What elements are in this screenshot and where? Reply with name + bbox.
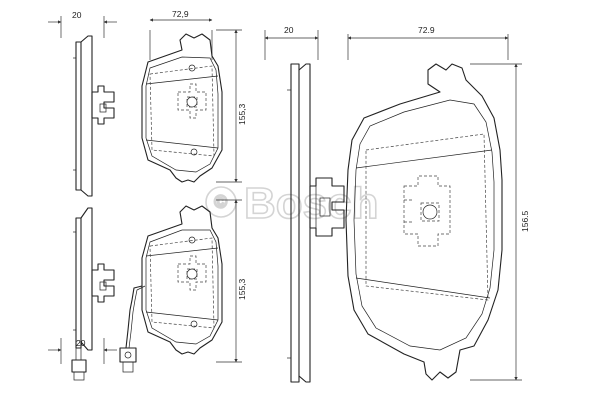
small-pad-side-view-bottom: 20 — [48, 207, 117, 381]
thickness-label-top: 20 — [72, 10, 82, 20]
brand-watermark-text: Bosch — [244, 179, 378, 228]
sensor-connector-right — [119, 347, 137, 363]
small-pad-front-view-top: 72,9 155,3 — [141, 9, 247, 183]
wear-sensor-wire — [125, 285, 143, 349]
large-pad-front-view: 72.9 156.5 — [345, 25, 530, 381]
height-label-top: 155,3 — [237, 103, 247, 125]
bosch-watermark: © Bosch — [205, 178, 379, 229]
small-pad-side-view-top: 20 — [48, 10, 117, 197]
small-pad-front-view-bottom: 155,3 — [119, 199, 247, 373]
width-label-top: 72,9 — [172, 9, 189, 19]
sensor-connector-left — [71, 359, 87, 373]
height-label-bottom: 155,3 — [237, 278, 247, 300]
large-pad-side-view: 20 — [264, 25, 345, 383]
height-label-large: 156.5 — [520, 210, 530, 232]
width-label-large: 72.9 — [418, 25, 435, 35]
copyright-symbol: © — [214, 192, 227, 212]
thickness-label-large: 20 — [284, 25, 294, 35]
